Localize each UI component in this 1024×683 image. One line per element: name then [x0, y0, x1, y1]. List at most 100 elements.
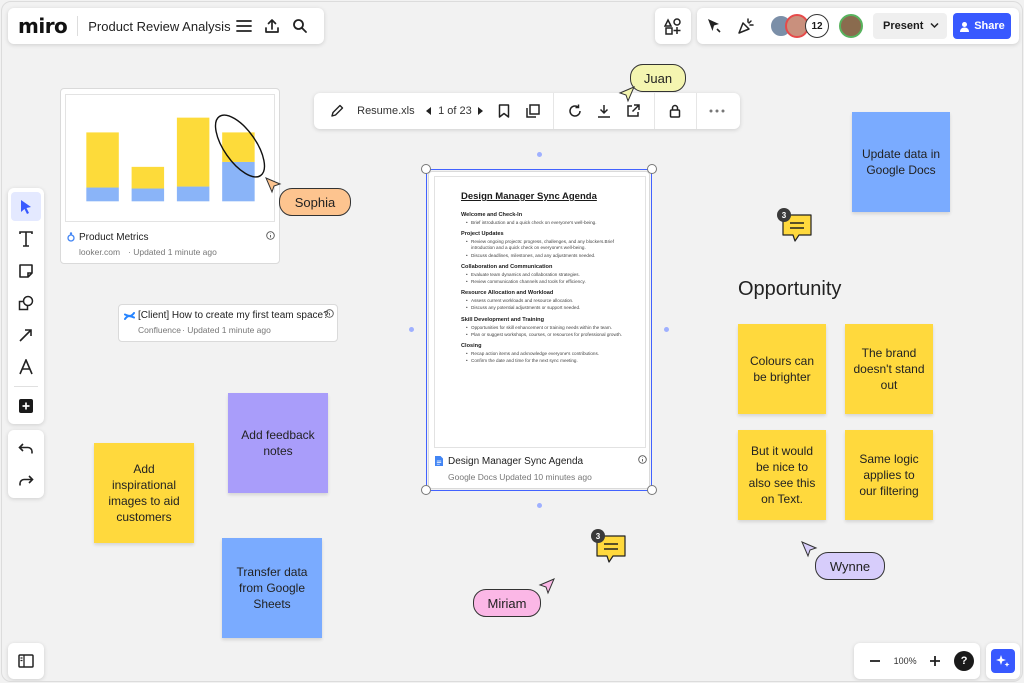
- present-button[interactable]: Present: [873, 13, 947, 39]
- info-icon[interactable]: [325, 309, 334, 318]
- share-button[interactable]: Share: [953, 13, 1011, 39]
- comment-thread[interactable]: 3: [777, 208, 815, 244]
- sophia-cursor-label: Sophia: [279, 188, 351, 216]
- search-icon[interactable]: [286, 11, 314, 41]
- sticky-note[interactable]: Add feedback notes: [228, 393, 328, 493]
- share-label: Share: [974, 20, 1005, 32]
- doc-section-title: Skill Development and Training: [461, 316, 544, 323]
- sticky-note[interactable]: Colours can be brighter: [738, 324, 826, 414]
- apps-button[interactable]: [655, 8, 691, 44]
- resize-handle[interactable]: [647, 164, 657, 174]
- card-updated: · Updated 1 minute ago: [128, 247, 217, 257]
- card-updated-text: Updated 10 minutes ago: [499, 472, 592, 482]
- help-button[interactable]: ?: [954, 651, 975, 671]
- next-page-button[interactable]: [472, 96, 489, 126]
- connection-point[interactable]: [409, 327, 414, 332]
- copy-icon[interactable]: [518, 96, 547, 126]
- resize-handle[interactable]: [421, 164, 431, 174]
- more-options-icon[interactable]: [703, 96, 732, 126]
- sticky-note[interactable]: Update data in Google Docs: [852, 112, 950, 212]
- download-icon[interactable]: [590, 96, 619, 126]
- google-doc-card[interactable]: Design Manager Sync Agenda Welcome and C…: [428, 171, 650, 489]
- doc-list-item: Confirm the date and time for the next s…: [466, 358, 631, 364]
- present-label: Present: [883, 20, 924, 32]
- sticky-note-tool[interactable]: [11, 256, 41, 285]
- doc-section-title: Closing: [461, 342, 482, 349]
- text-icon: [19, 230, 33, 247]
- comment-count-badge: 3: [591, 529, 605, 543]
- sidebar-icon: [18, 654, 34, 668]
- zoom-level[interactable]: 100%: [893, 656, 917, 666]
- ai-assist-button[interactable]: [986, 643, 1020, 679]
- doc-list-item: Review ongoing projects: progress, chall…: [466, 239, 631, 251]
- divider: [14, 386, 38, 387]
- pen-tool[interactable]: [11, 352, 41, 381]
- connection-line-tool[interactable]: [11, 320, 41, 349]
- refresh-icon[interactable]: [560, 96, 589, 126]
- juan-cursor-icon: [618, 86, 635, 103]
- product-metrics-card[interactable]: Product Metrics looker.com · Updated 1 m…: [60, 88, 280, 264]
- sticky-note[interactable]: The brand doesn't stand out: [845, 324, 933, 414]
- divider: [653, 93, 655, 129]
- sticky-note[interactable]: But it would be nice to also see this on…: [738, 430, 826, 520]
- ellipse-drawing[interactable]: [202, 106, 278, 186]
- open-external-icon[interactable]: [619, 96, 648, 126]
- export-icon[interactable]: [258, 11, 286, 41]
- info-icon[interactable]: [266, 231, 275, 240]
- board-title[interactable]: Product Review Analysis: [88, 18, 231, 34]
- looker-icon: [67, 232, 75, 242]
- connection-point[interactable]: [537, 503, 542, 508]
- card-updated-text: Updated 1 minute ago: [187, 325, 271, 335]
- sticky-note[interactable]: Add inspirational images to aid customer…: [94, 443, 194, 543]
- select-tool[interactable]: [11, 192, 41, 221]
- selection-frame: [426, 169, 652, 491]
- connection-point[interactable]: [664, 327, 669, 332]
- file-name: Resume.xls: [357, 105, 415, 117]
- avatar[interactable]: [839, 14, 863, 38]
- undo-button[interactable]: [11, 434, 41, 463]
- bookmark-icon[interactable]: [489, 96, 518, 126]
- doc-preview: Design Manager Sync Agenda Welcome and C…: [434, 176, 646, 448]
- apps-icon: [664, 18, 681, 35]
- shapes-icon: [18, 295, 34, 310]
- resize-handle[interactable]: [421, 485, 431, 495]
- card-source: looker.com: [79, 247, 121, 257]
- card-title: [Client] How to create my first team spa…: [138, 310, 329, 321]
- page-indicator: 1 of 23: [438, 105, 472, 117]
- lock-icon[interactable]: [661, 96, 690, 126]
- zoom-out-button[interactable]: [860, 646, 890, 676]
- divider: [553, 93, 555, 129]
- opportunity-title[interactable]: Opportunity: [738, 278, 842, 300]
- zoom-in-button[interactable]: [920, 646, 950, 676]
- sticky-note[interactable]: Same logic applies to our filtering: [845, 430, 933, 520]
- comment-icon: [596, 535, 626, 563]
- chart-bar-lower-2: [176, 186, 210, 202]
- miro-logo[interactable]: miro: [18, 14, 68, 38]
- cursor-follow-icon[interactable]: [699, 11, 729, 41]
- redo-button[interactable]: [11, 466, 41, 495]
- collaborator-count[interactable]: 12: [805, 14, 829, 38]
- resize-handle[interactable]: [647, 485, 657, 495]
- chart-bar-upper-2: [176, 117, 210, 187]
- sticky-note[interactable]: Transfer data from Google Sheets: [222, 538, 322, 638]
- confluence-icon: [124, 312, 135, 320]
- menu-icon[interactable]: [231, 11, 259, 41]
- shapes-tool[interactable]: [11, 288, 41, 317]
- miriam-cursor-icon: [538, 578, 555, 595]
- info-icon[interactable]: [638, 455, 647, 464]
- comment-thread[interactable]: 3: [591, 529, 629, 565]
- connection-point[interactable]: [537, 152, 542, 157]
- board-panel-button[interactable]: [8, 643, 44, 679]
- more-tools-button[interactable]: [11, 392, 41, 421]
- text-tool[interactable]: [11, 224, 41, 253]
- card-updated: · Updated 10 minutes ago: [494, 472, 592, 482]
- celebrate-icon[interactable]: [731, 11, 761, 41]
- edit-icon[interactable]: [322, 96, 351, 126]
- confluence-card[interactable]: [Client] How to create my first team spa…: [118, 304, 338, 342]
- previous-page-button[interactable]: [421, 96, 438, 126]
- doc-section-title: Project Updates: [461, 231, 504, 238]
- divider: [695, 93, 697, 129]
- chevron-down-icon: [930, 22, 939, 29]
- doc-list-item: Plan or suggest workshops, courses, or r…: [466, 332, 631, 338]
